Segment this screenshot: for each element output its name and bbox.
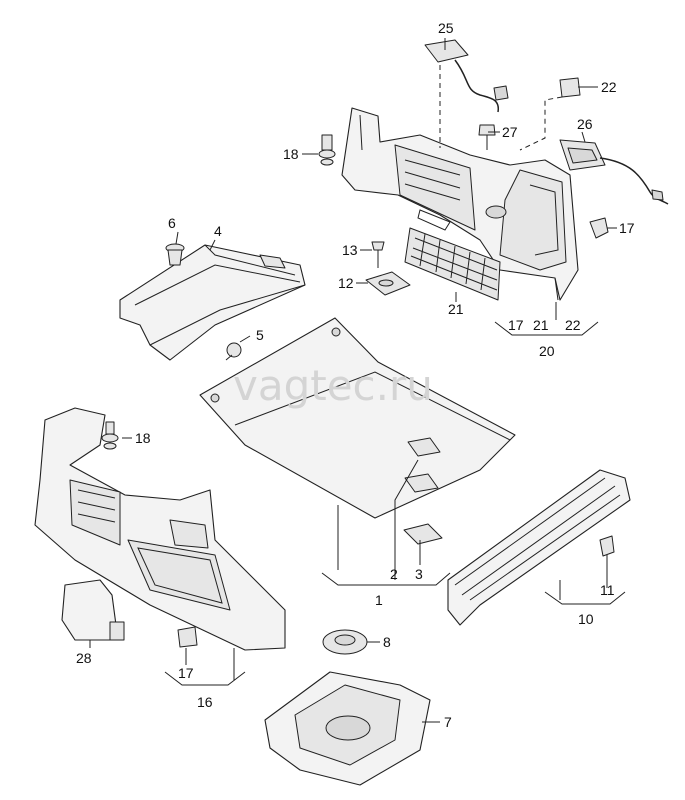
label-27: 27 <box>502 124 518 140</box>
label-12: 12 <box>338 275 354 291</box>
luggage-net <box>404 227 501 301</box>
clip-5 <box>225 342 242 361</box>
label-10: 10 <box>578 611 594 627</box>
screw-27 <box>478 124 496 150</box>
label-22-group: 22 <box>565 317 581 333</box>
luggage-lamp <box>559 139 669 205</box>
label-26: 26 <box>577 116 593 132</box>
label-18-upper: 18 <box>283 146 299 162</box>
label-18-lower: 18 <box>135 430 151 446</box>
label-20: 20 <box>539 343 555 359</box>
label-22-top: 22 <box>601 79 617 95</box>
group-brackets <box>164 321 626 686</box>
label-3: 3 <box>415 566 423 582</box>
label-11: 11 <box>600 582 615 598</box>
clip-6 <box>165 243 185 266</box>
label-16: 16 <box>197 694 213 710</box>
label-4: 4 <box>214 223 222 239</box>
screw-13 <box>371 241 385 268</box>
bracket-28 <box>61 579 125 641</box>
part-labels: 25 22 27 26 18 17 6 4 13 12 21 17 21 22 … <box>76 20 635 730</box>
cover-3 <box>403 523 443 545</box>
trim-cover-4 <box>119 244 306 361</box>
holder-12 <box>365 271 411 296</box>
bolt-18-lower <box>101 421 119 450</box>
label-17-group: 17 <box>508 317 524 333</box>
label-7: 7 <box>444 714 452 730</box>
label-28: 28 <box>76 650 92 666</box>
leader-lines <box>89 38 617 723</box>
watermark-text: vagtec.ru <box>233 361 433 410</box>
left-side-trim-panel <box>34 407 286 651</box>
label-25: 25 <box>438 20 454 36</box>
label-17-left: 17 <box>178 665 194 681</box>
spare-wheel-tray <box>264 671 431 786</box>
clip-17-right <box>589 217 609 239</box>
right-side-trim-panel <box>341 107 579 301</box>
label-17-right: 17 <box>619 220 635 236</box>
label-21-net: 21 <box>448 301 464 317</box>
label-1: 1 <box>375 592 383 608</box>
wing-nut-8 <box>322 629 368 655</box>
label-21-group: 21 <box>533 317 549 333</box>
bolt-18-upper <box>318 134 336 166</box>
wiring-connector-25 <box>424 39 509 148</box>
clip-17-left <box>177 626 198 648</box>
label-13: 13 <box>342 242 358 258</box>
label-8: 8 <box>383 634 391 650</box>
loading-floor <box>199 317 516 519</box>
clip-22 <box>519 77 581 151</box>
label-5: 5 <box>256 327 264 343</box>
label-2: 2 <box>390 566 398 582</box>
rear-sill-trim <box>447 469 631 626</box>
label-6: 6 <box>168 215 176 231</box>
